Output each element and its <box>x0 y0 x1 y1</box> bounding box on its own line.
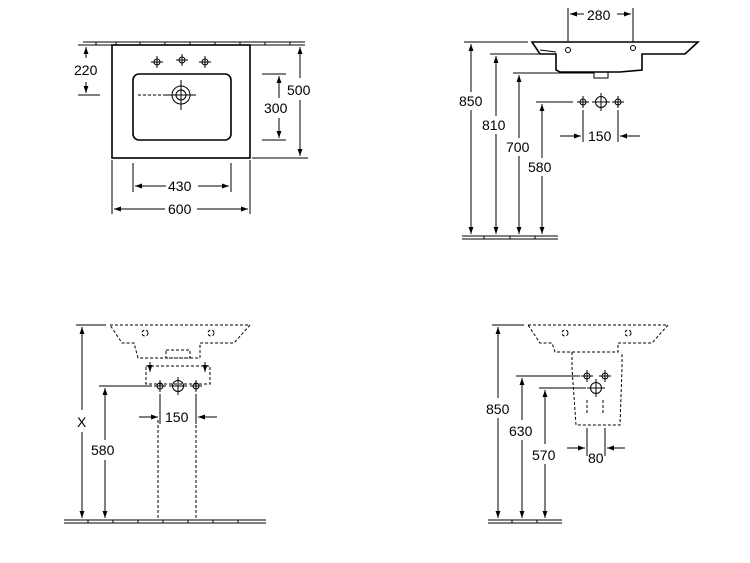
floor-hatch <box>488 519 562 524</box>
floor-hatch <box>462 235 558 240</box>
view-side-elevation: 280 850 810 700 58 <box>459 7 701 240</box>
supply-left <box>153 379 167 393</box>
pedestal-outline <box>157 420 197 521</box>
waste-point <box>591 92 611 112</box>
supply-left <box>576 95 590 109</box>
tap-hole-right <box>198 55 212 69</box>
dim-630-label: 630 <box>509 423 533 439</box>
dim-x-label: X <box>77 414 87 430</box>
dim-850-label: 850 <box>486 401 510 417</box>
dim-580-label: 580 <box>528 159 552 175</box>
dim-580-label: 580 <box>91 442 115 458</box>
waste-point <box>168 376 188 396</box>
floor-hatch <box>64 519 266 524</box>
supply-left <box>580 369 594 383</box>
supply-right <box>598 369 612 383</box>
view-top-plan: 220 300 500 430 600 <box>74 41 311 217</box>
semi-pedestal-outline <box>571 352 623 426</box>
dim-150-label: 150 <box>165 409 189 425</box>
view-front-pedestal: X 580 150 <box>64 324 266 524</box>
dim-280-label: 280 <box>587 7 611 23</box>
supply-right <box>611 95 625 109</box>
waste-point <box>586 378 606 398</box>
basin-dashed-outline <box>527 324 670 353</box>
dim-220-label: 220 <box>74 62 98 78</box>
dim-600-label: 600 <box>168 201 192 217</box>
dim-850-label: 850 <box>459 93 483 109</box>
dim-810-label: 810 <box>482 117 506 133</box>
waste-outlet <box>593 72 609 79</box>
dim-150-label: 150 <box>588 128 612 144</box>
dim-80-label: 80 <box>588 450 604 466</box>
bowl-outline <box>132 73 232 141</box>
dim-500-label: 500 <box>287 82 311 98</box>
dim-700-label: 700 <box>506 139 530 155</box>
tap-hole-left <box>150 55 164 69</box>
basin-profile <box>530 41 701 73</box>
tap-hole-center <box>175 53 189 67</box>
trap-box <box>145 365 211 385</box>
supply-right <box>189 379 203 393</box>
basin-dashed-outline <box>109 324 252 359</box>
view-front-semi-pedestal: 850 630 570 80 <box>486 324 670 524</box>
dim-300-label: 300 <box>264 100 288 116</box>
basin-outline <box>111 44 251 159</box>
dim-570-label: 570 <box>532 447 556 463</box>
dim-430-label: 430 <box>168 178 192 194</box>
